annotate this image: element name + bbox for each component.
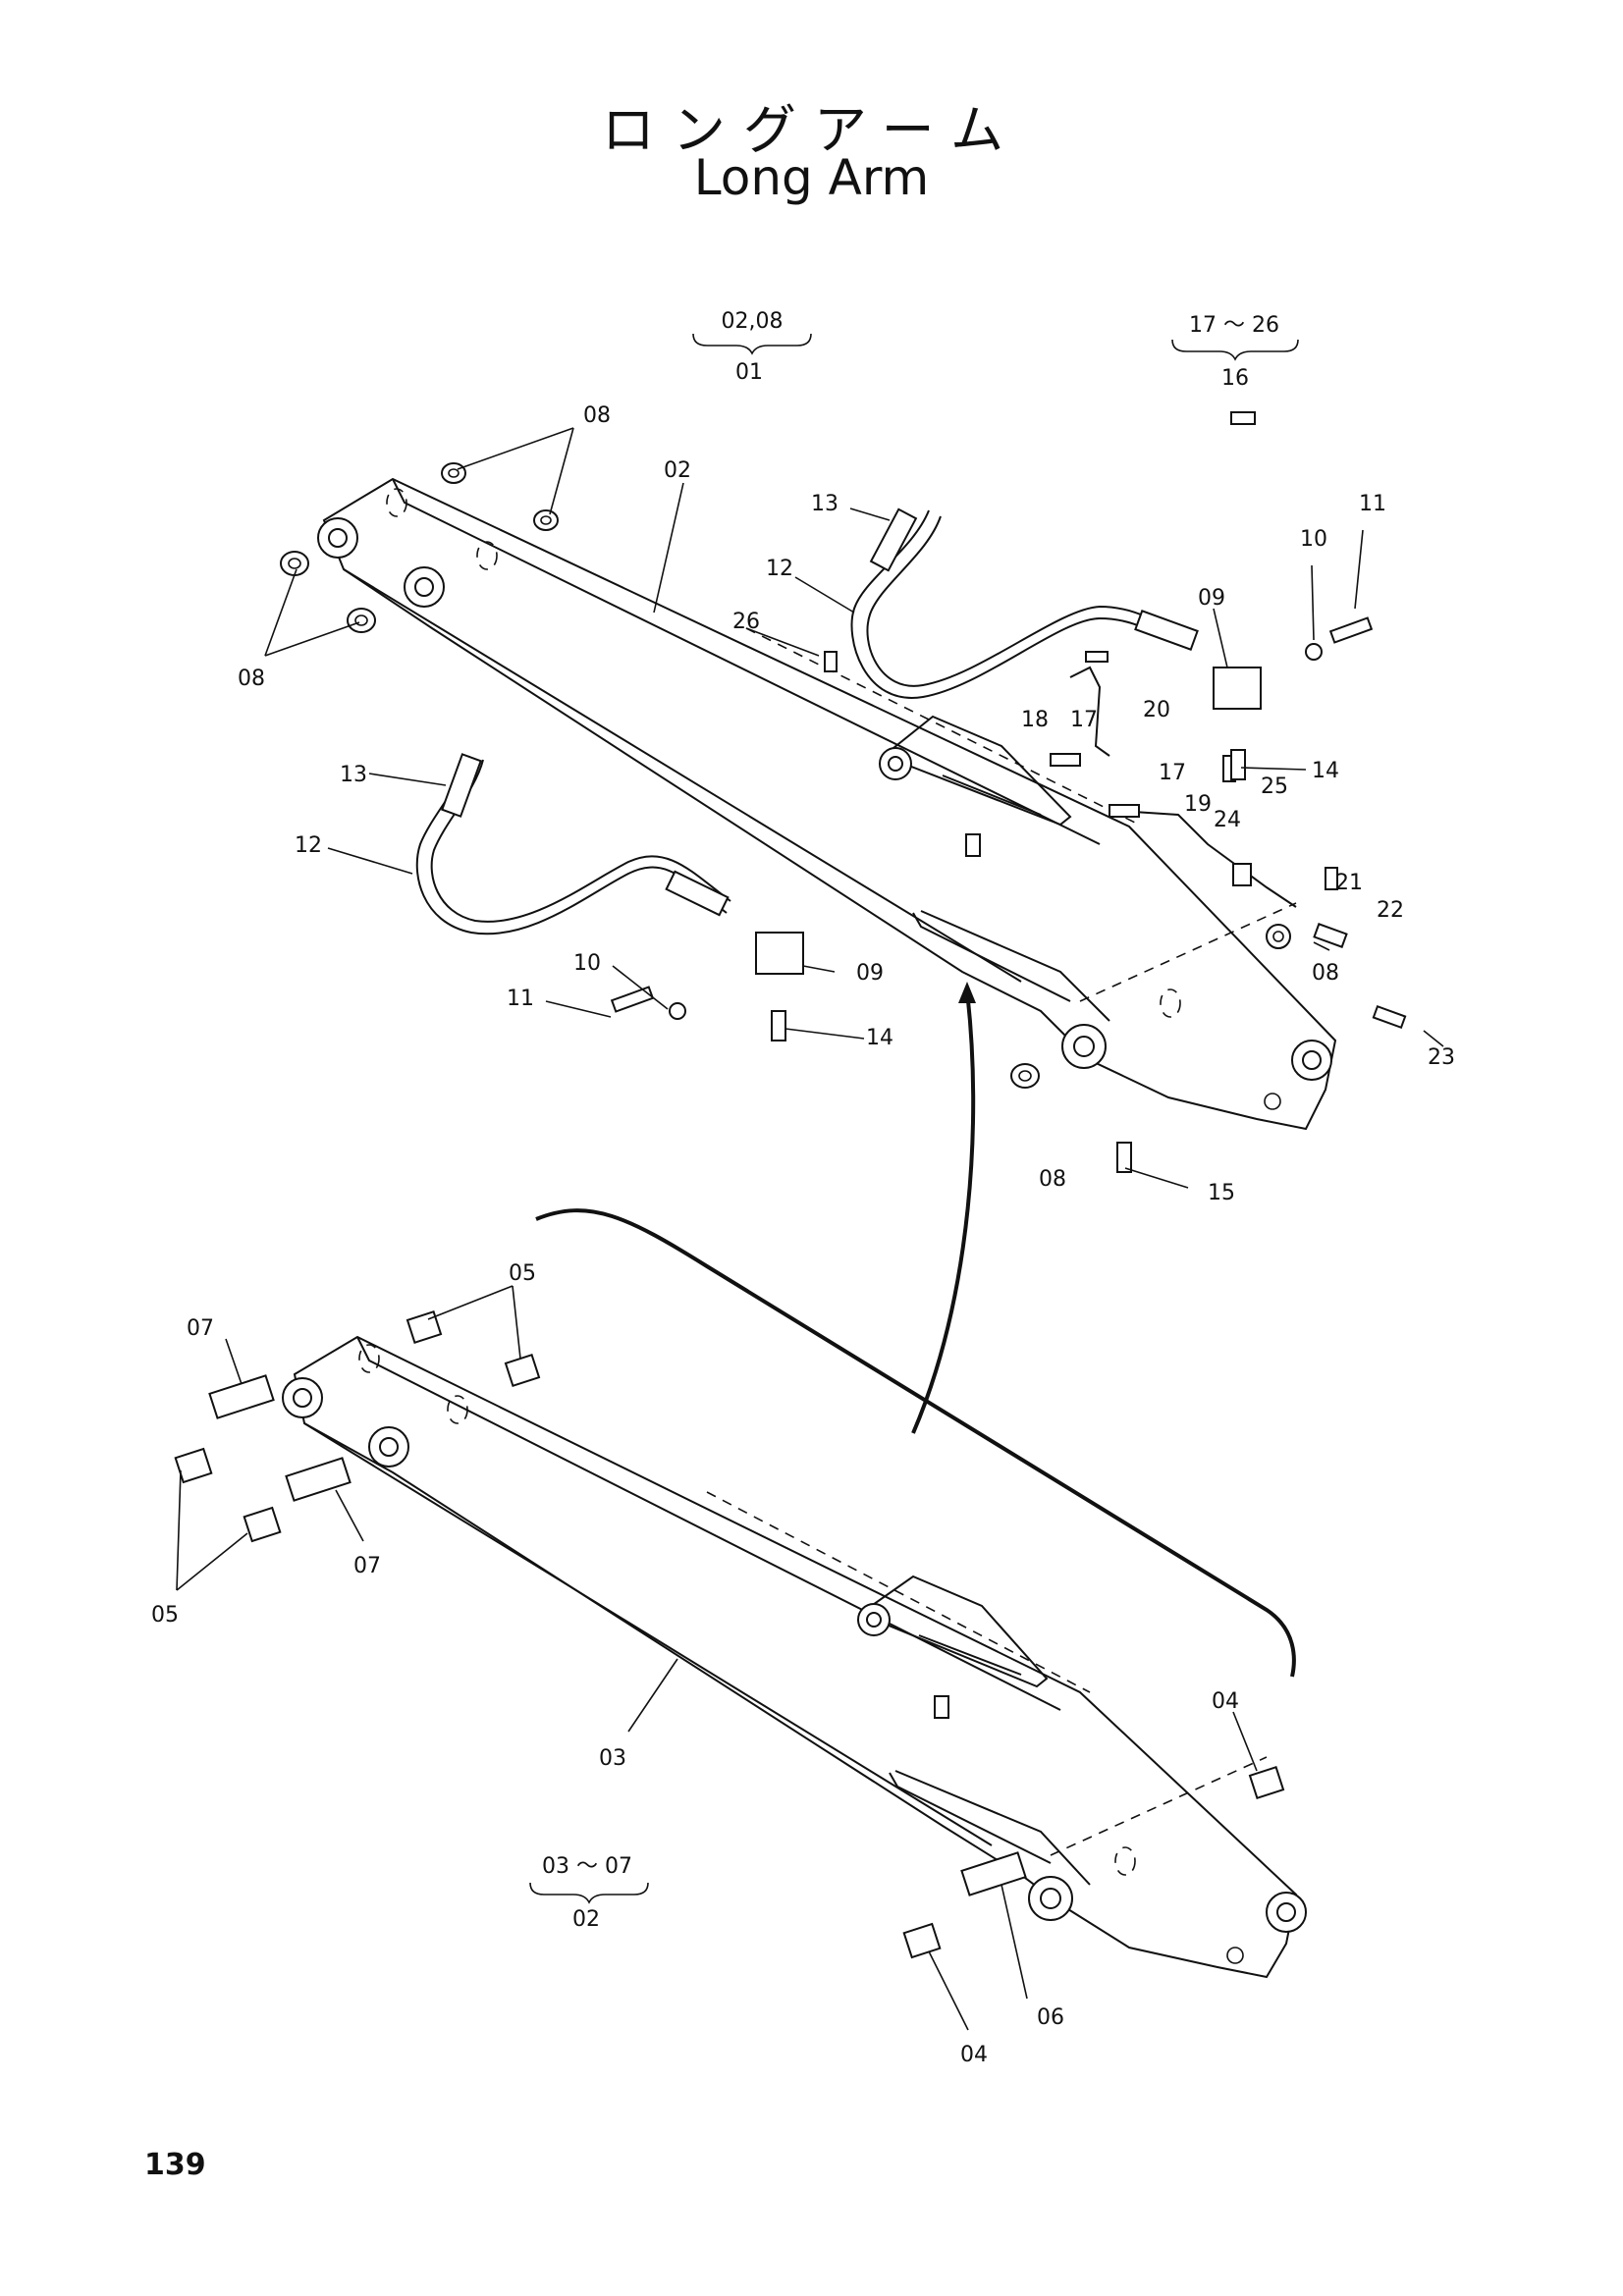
hose-assembly-upper <box>850 507 1262 710</box>
callout-13: 13 <box>811 492 839 516</box>
pin-07-upper <box>208 1374 275 1419</box>
hose-block-upper <box>1213 667 1262 710</box>
callout-20: 20 <box>1143 698 1170 722</box>
leader-lines-lower <box>176 1285 1258 2031</box>
callout-07: 07 <box>187 1316 214 1341</box>
callout-11: 11 <box>507 987 534 1011</box>
callout-08: 08 <box>1312 961 1339 986</box>
hose-block-lower <box>755 932 804 975</box>
hose-assembly-lower <box>415 753 804 975</box>
group-label-bottom: 02 <box>572 1907 600 1932</box>
callout-11: 11 <box>1359 492 1386 516</box>
callout-labels: 08 02 13 12 26 08 10 11 09 20 18 17 14 1… <box>151 403 1455 2067</box>
callout-13: 13 <box>340 763 367 787</box>
page-number: 139 <box>144 2148 206 2182</box>
callout-23: 23 <box>1428 1045 1455 1070</box>
callout-08: 08 <box>1039 1167 1066 1192</box>
group-label-bottom: 01 <box>735 360 763 385</box>
callout-12: 12 <box>766 557 793 581</box>
callout-15: 15 <box>1208 1181 1235 1205</box>
pin-06 <box>960 1851 1027 1896</box>
callout-21: 21 <box>1335 871 1363 895</box>
callout-19: 19 <box>1184 792 1212 817</box>
fittings <box>610 616 1374 1173</box>
group-16-bracket: 17 ～ 26 16 <box>1171 313 1299 391</box>
callout-04: 04 <box>1212 1689 1239 1714</box>
callout-06: 06 <box>1037 2005 1064 2030</box>
callout-17: 17 <box>1159 761 1186 785</box>
pin-07-lower <box>285 1457 352 1502</box>
upper-arm-assembly <box>280 462 1337 1131</box>
group-label-top: 02,08 <box>722 309 784 334</box>
group-label-bottom: 16 <box>1221 366 1249 391</box>
group-label-top: 17 ～ 26 <box>1189 313 1279 338</box>
callout-05: 05 <box>509 1261 536 1286</box>
callout-24: 24 <box>1214 808 1241 832</box>
callout-22: 22 <box>1377 898 1404 923</box>
callout-12: 12 <box>295 833 322 858</box>
leader-lines-upper <box>264 427 1444 1189</box>
callout-10: 10 <box>573 951 601 976</box>
callout-07: 07 <box>353 1554 381 1578</box>
callout-14: 14 <box>866 1026 893 1050</box>
callout-09: 09 <box>856 961 884 986</box>
callout-25: 25 <box>1261 774 1288 799</box>
callout-18: 18 <box>1021 708 1049 732</box>
callout-14: 14 <box>1312 759 1339 783</box>
callout-09: 09 <box>1198 586 1225 611</box>
callout-05: 05 <box>151 1603 179 1628</box>
callout-08: 08 <box>238 667 265 691</box>
callout-08: 08 <box>583 403 611 428</box>
callout-17: 17 <box>1070 708 1098 732</box>
title-japanese: ロングアーム <box>601 99 1022 161</box>
callout-03: 03 <box>599 1746 626 1771</box>
lower-arm-assembly <box>174 1310 1307 1979</box>
title-english: Long Arm <box>693 149 930 206</box>
group-02-bracket: 03 ～ 07 02 <box>529 1854 649 1932</box>
callout-04: 04 <box>960 2043 988 2067</box>
small-piping <box>1050 411 1407 1030</box>
callout-26: 26 <box>732 610 760 634</box>
callout-02: 02 <box>664 458 691 483</box>
callout-10: 10 <box>1300 527 1327 552</box>
group-01-bracket: 02,08 01 <box>692 309 812 385</box>
group-label-top: 03 ～ 07 <box>542 1854 632 1879</box>
assembly-arrow <box>535 982 1296 1678</box>
